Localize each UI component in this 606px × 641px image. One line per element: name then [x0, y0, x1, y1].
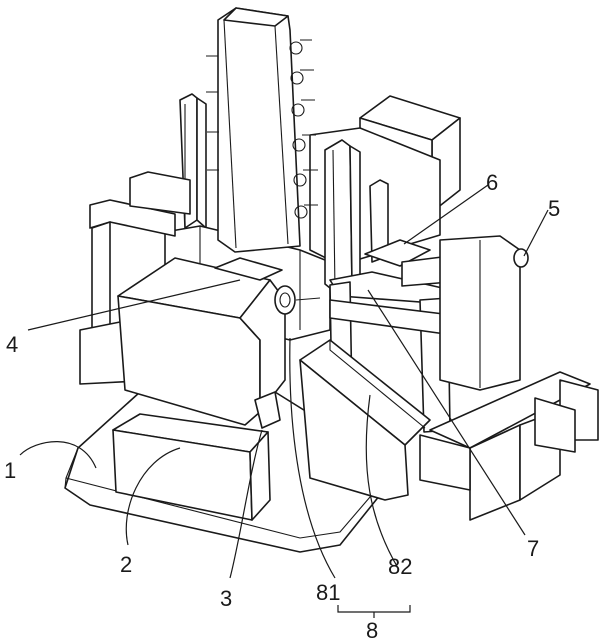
label-2: 2 [120, 552, 132, 577]
label-8: 8 [366, 618, 378, 641]
label-82: 82 [388, 554, 412, 579]
label-4: 4 [6, 332, 18, 357]
label-5: 5 [548, 196, 560, 221]
chain-column [206, 8, 318, 252]
chain-link-1 [290, 42, 302, 54]
right-motor [440, 236, 528, 390]
label-6: 6 [486, 170, 498, 195]
label-7: 7 [527, 536, 539, 561]
label-1: 1 [4, 458, 16, 483]
label-81: 81 [316, 580, 340, 605]
label-3: 3 [220, 586, 232, 611]
chute [300, 340, 430, 500]
center-channel-rail [325, 140, 360, 292]
